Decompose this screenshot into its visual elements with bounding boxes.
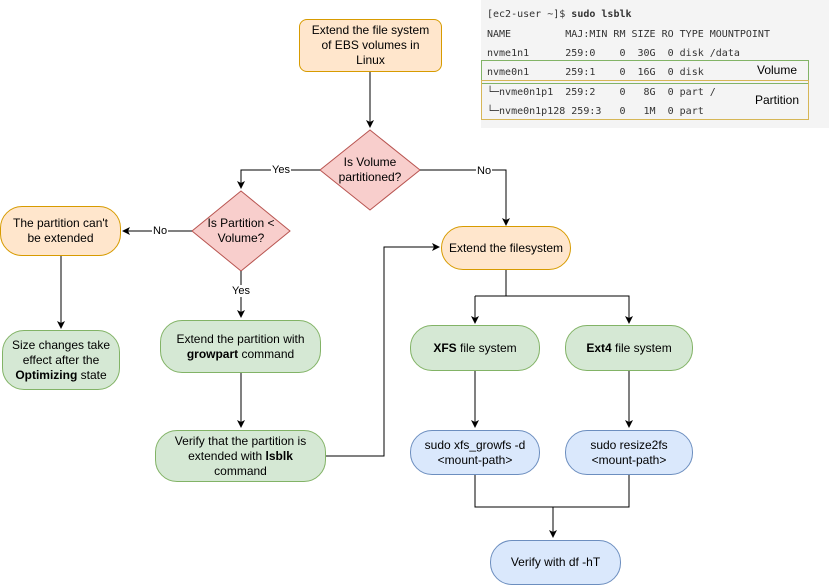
ext4-node: Ext4 file system	[565, 325, 693, 371]
edge-verify-to-extendfs	[326, 243, 440, 457]
extend-partition-node: Extend the partition with growpart comma…	[160, 320, 321, 373]
xfs-node: XFS file system	[410, 325, 540, 371]
size-changes-label: Size changes take effect after the Optim…	[11, 337, 111, 382]
ext4-label: Ext4 file system	[586, 340, 672, 355]
extend-fs-label: Extend the filesystem	[448, 240, 564, 255]
partition-tag: Partition	[755, 93, 800, 107]
start-node: Extend the file system of EBS volumes in…	[299, 19, 442, 72]
cant-extend-label: The partition can't be extended	[12, 216, 108, 245]
decision-partitioned-label: Is Volume partitioned?	[338, 155, 402, 184]
terminal-row: nvme1n1 259:0 0 30G 0 disk /data	[487, 48, 740, 59]
extend-partition-label: Extend the partition with growpart comma…	[176, 331, 305, 361]
xfs-label: XFS file system	[433, 340, 517, 355]
extend-fs-node: Extend the filesystem	[441, 226, 571, 270]
edge-label-no: No	[152, 225, 169, 237]
terminal-row: └─nvme0n1p1 259:2 0 8G 0 part /	[487, 87, 716, 98]
terminal-header: NAME MAJ:MIN RM SIZE RO TYPE MOUNTPOINT	[487, 29, 770, 40]
decision-diamond-partitioned	[319, 129, 421, 211]
edge-xfs-cmd-to-df	[474, 475, 557, 538]
edge-q1-no	[420, 169, 510, 226]
edge-split-ext4	[475, 295, 633, 324]
xfs-command-line2: <mount-path>	[437, 452, 513, 467]
edge-label-yes: Yes	[271, 164, 291, 176]
verify-df-label: Verify with df -hT	[510, 555, 601, 569]
decision-partition-smaller-label: Is Partition < Volume?	[207, 216, 275, 245]
edge-label-yes: Yes	[231, 285, 251, 297]
verify-partition-node: Verify that the partition is extended wi…	[155, 430, 326, 482]
xfs-command-node: sudo xfs_growfs -d <mount-path>	[410, 430, 540, 475]
terminal-command: sudo lsblk	[571, 9, 632, 20]
ext4-command-line1: sudo resize2fs	[590, 437, 668, 452]
partition-highlight-box	[481, 80, 809, 120]
ext4-command-line2: <mount-path>	[591, 452, 667, 467]
terminal-row: └─nvme0n1p128 259:3 0 1M 0 part	[487, 106, 704, 117]
volume-tag: Volume	[757, 63, 798, 77]
verify-df-node: Verify with df -hT	[490, 540, 621, 585]
ext4-command-node: sudo resize2fs <mount-path>	[565, 430, 693, 475]
lsblk-terminal-panel: [ec2-user ~]$ sudo lsblk NAME MAJ:MIN RM…	[481, 0, 829, 128]
edge-label-no: No	[476, 165, 493, 177]
xfs-command-line1: sudo xfs_growfs -d	[424, 437, 526, 452]
terminal-prompt: [ec2-user ~]$	[487, 9, 572, 20]
verify-partition-label: Verify that the partition is extended wi…	[174, 433, 307, 478]
terminal-prompt-line: [ec2-user ~]$ sudo lsblk	[487, 8, 632, 21]
cant-extend-node: The partition can't be extended	[0, 206, 121, 256]
edge-q1-yes	[237, 169, 320, 189]
size-changes-node: Size changes take effect after the Optim…	[2, 330, 120, 390]
start-label: Extend the file system of EBS volumes in…	[311, 23, 430, 67]
volume-highlight-box	[481, 60, 809, 84]
edge-ext4-cmd-to-df	[553, 475, 630, 508]
terminal-row: nvme0n1 259:1 0 16G 0 disk	[487, 67, 704, 78]
